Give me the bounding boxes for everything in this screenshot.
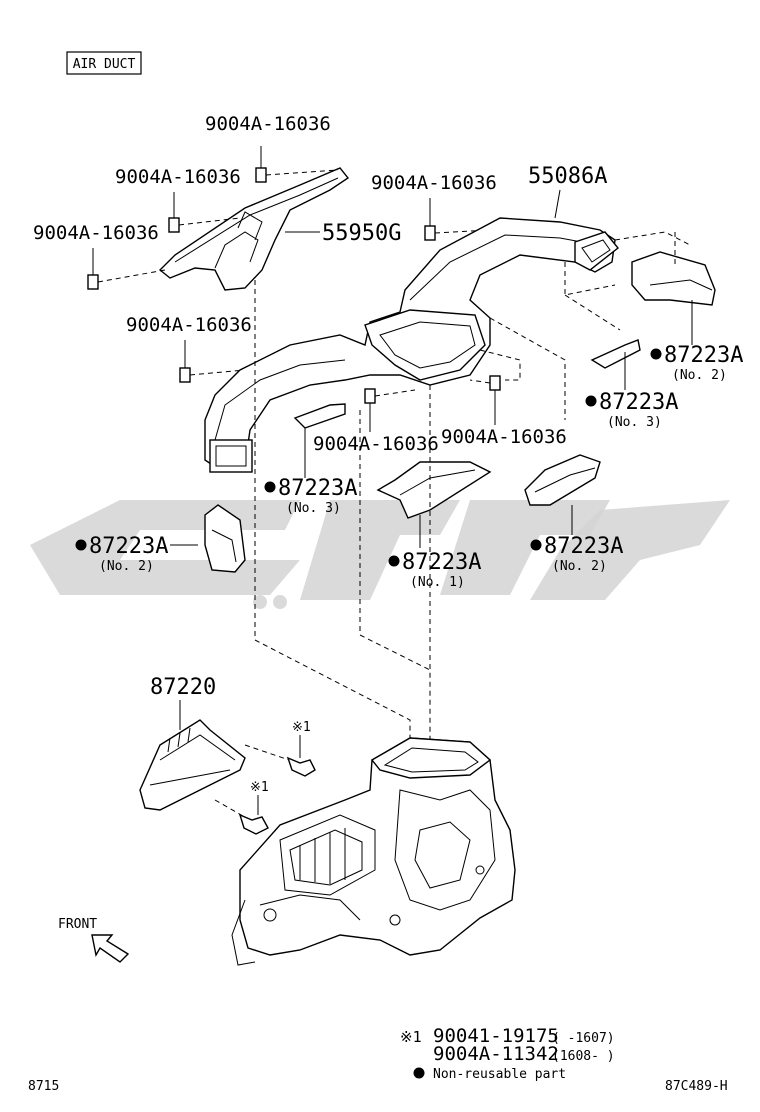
label-bolt-mark-1: ※1 — [292, 720, 311, 735]
seal-left-no2 — [204, 504, 246, 573]
screw-icon — [168, 192, 180, 233]
diagram-code: 87C489-H — [665, 1079, 728, 1094]
label-bolt-mark-2: ※1 — [250, 780, 269, 795]
legend-bullet-note: Non-reusable part — [433, 1067, 566, 1082]
front-label: FRONT — [58, 917, 97, 932]
assembly-guide-lines — [254, 231, 691, 760]
seal-center-no2 — [524, 454, 601, 506]
section-label: AIR DUCT — [73, 57, 136, 72]
label-screw-center-b: 9004A-16036 — [441, 426, 567, 448]
label-group-seal-right-no3: 87223A (No. 3) — [585, 390, 678, 430]
heater-blower-unit — [231, 737, 516, 966]
label-group-seal-right-no2: 87223A (No. 2) — [650, 343, 743, 383]
label-duct-lower: 87220 — [150, 675, 216, 700]
non-reusable-bullet-icon — [388, 555, 400, 567]
label-seal-right-no2: 87223A — [664, 343, 743, 368]
non-reusable-bullet-icon — [650, 348, 662, 360]
front-arrow-icon — [91, 934, 130, 963]
bolt-icon — [238, 795, 269, 835]
legend-line2-part: 9004A-11342 — [433, 1043, 559, 1065]
non-reusable-bullet-icon — [585, 395, 597, 407]
label-seal-center-no3: 87223A — [278, 476, 357, 501]
label-group-seal-center-no2: 87223A (No. 2) — [530, 534, 623, 574]
front-direction: FRONT — [58, 917, 130, 963]
screw-icon — [255, 146, 267, 183]
duct-87220 — [139, 719, 296, 821]
seal-right-no2 — [631, 251, 716, 306]
part-labels: 9004A-16036 9004A-16036 9004A-16036 9004… — [33, 113, 743, 795]
non-reusable-bullet-icon — [75, 539, 87, 551]
sublabel-seal-center-no1: (No. 1) — [410, 575, 465, 590]
section-label-box: AIR DUCT — [66, 51, 142, 75]
legend-mark: ※1 — [400, 1028, 422, 1046]
bolt-group — [238, 735, 316, 835]
screw-icon — [424, 198, 436, 241]
label-group-seal-left-no2: 87223A (No. 2) — [75, 534, 168, 574]
legend-line1-range: ( -1607) — [552, 1031, 615, 1046]
label-group-seal-center-no3: 87223A (No. 3) — [264, 476, 357, 516]
label-seal-left-no2: 87223A — [89, 534, 168, 559]
label-seal-center-no1: 87223A — [402, 550, 481, 575]
label-duct-upper: 55950G — [322, 221, 401, 246]
label-screw-upper-left: 9004A-16036 — [115, 166, 241, 188]
sublabel-seal-left-no2: (No. 2) — [99, 559, 154, 574]
label-group-seal-center-no1: 87223A (No. 1) — [388, 550, 481, 590]
sublabel-seal-right-no3: (No. 3) — [607, 415, 662, 430]
non-reusable-bullet-icon — [530, 539, 542, 551]
leader-lines — [170, 189, 693, 730]
label-seal-right-no3: 87223A — [599, 390, 678, 415]
label-screw-top: 9004A-16036 — [205, 113, 331, 135]
screw-icon — [489, 375, 501, 425]
label-screw-right: 9004A-16036 — [371, 172, 497, 194]
screw-icon — [87, 248, 99, 290]
screw-icon — [364, 388, 376, 432]
bolt-icon — [286, 735, 316, 777]
legend: ※1 90041-19175 ( -1607) 9004A-11342 (160… — [400, 1025, 615, 1082]
legend-line2-range: (1608- ) — [552, 1049, 615, 1064]
non-reusable-bullet-icon — [264, 481, 276, 493]
duct-55086a — [204, 217, 619, 473]
sublabel-seal-center-no2: (No. 2) — [552, 559, 607, 574]
seal-right-no3 — [590, 339, 641, 369]
sublabel-seal-center-no3: (No. 3) — [286, 501, 341, 516]
label-screw-mid-left: 9004A-16036 — [126, 314, 252, 336]
duct-55950g — [158, 167, 350, 291]
legend-line1-part: 90041-19175 — [433, 1025, 559, 1047]
non-reusable-bullet-icon — [413, 1067, 425, 1079]
screw-icon — [179, 340, 191, 383]
label-duct-main: 55086A — [528, 164, 607, 189]
sublabel-seal-right-no2: (No. 2) — [672, 368, 727, 383]
page-code: 8715 — [28, 1079, 59, 1094]
label-seal-center-no2: 87223A — [544, 534, 623, 559]
seal-center-no3 — [293, 403, 346, 429]
label-screw-left: 9004A-16036 — [33, 222, 159, 244]
label-screw-center-a: 9004A-16036 — [313, 433, 439, 455]
